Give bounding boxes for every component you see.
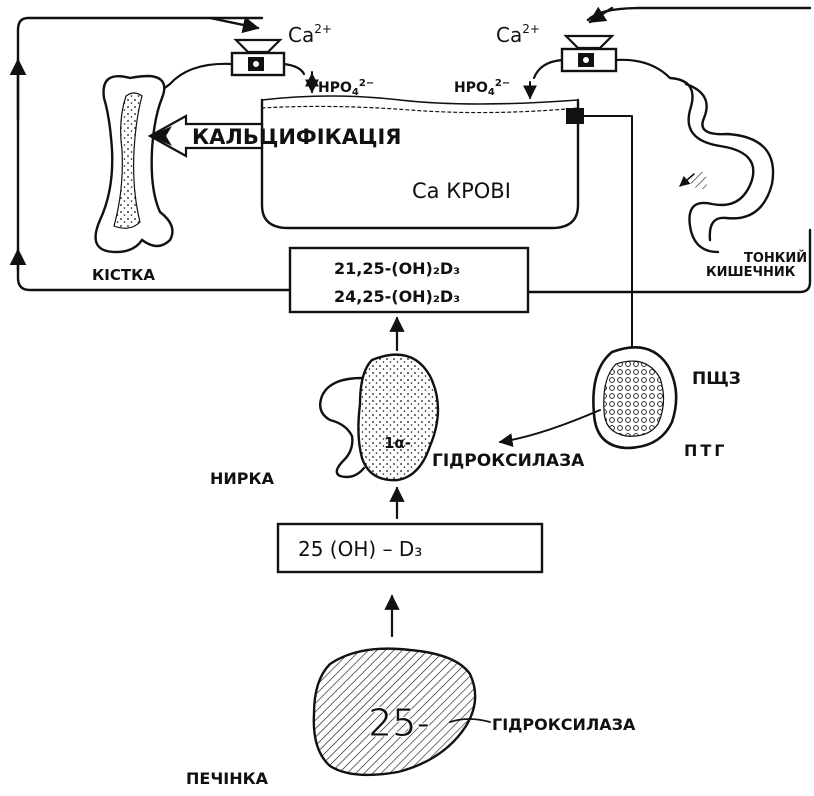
label-parathyroid: ПЩЗ — [692, 369, 741, 389]
svg-text:HPO42−: HPO42− — [454, 78, 510, 98]
intestine-icon — [670, 78, 773, 252]
label-liver: ПЕЧІНКА — [186, 769, 269, 788]
blood-compartment — [262, 96, 584, 228]
parathyroid-gland-icon — [593, 347, 676, 448]
label-metabolite-2: 24,25-(OH)₂D₃ — [334, 287, 460, 306]
label-hpo4-right: HPO — [454, 80, 488, 96]
label-ca-left: Ca — [288, 23, 314, 47]
label-calcification: КАЛЬЦИФІКАЦІЯ — [192, 125, 401, 149]
transporter-right-icon — [534, 36, 670, 78]
label-hpo4-right-sup: 2− — [495, 78, 510, 89]
label-small-intestine-2: КИШЕЧНИК — [706, 265, 796, 280]
label-hpo4-left-sup: 2− — [359, 78, 374, 89]
label-hpo4-right-sub: 4 — [488, 87, 495, 98]
line-blood-to-parathyroid — [584, 116, 632, 352]
label-ca-right-sup: 2+ — [522, 22, 540, 36]
label-kidney-enzyme: ГІДРОКСИЛАЗА — [432, 451, 585, 471]
label-ca-left-sup: 2+ — [314, 22, 332, 36]
label-liver-enzyme: ГІДРОКСИЛАЗА — [492, 715, 636, 734]
transporter-left-icon — [150, 40, 304, 96]
kidney-icon — [320, 355, 438, 480]
label-hpo4-left-sub: 4 — [352, 87, 359, 98]
label-liver-enzyme-mark: 25- — [368, 701, 430, 745]
label-ca-right: Ca — [496, 23, 522, 47]
label-bone: КІСТКА — [92, 266, 155, 284]
label-pth: ПТГ — [684, 441, 728, 460]
blood-marker-square — [566, 108, 584, 124]
label-hpo4-left: HPO — [318, 80, 352, 96]
label-metabolite-1: 21,25-(OH)₂D₃ — [334, 259, 460, 278]
svg-text:HPO42−: HPO42− — [318, 78, 374, 98]
label-kidney-enzyme-mark: 1α- — [384, 434, 411, 452]
label-kidney: НИРКА — [210, 469, 275, 488]
bone-icon — [96, 76, 173, 252]
label-precursor: 25 (OH) – D₃ — [298, 537, 422, 561]
svg-text:Ca2+: Ca2+ — [496, 22, 540, 47]
arrow-parathyroid-to-kidney — [500, 410, 600, 442]
label-ca-blood: Ca КРОВІ — [412, 179, 511, 203]
svg-text:Ca2+: Ca2+ — [288, 22, 332, 47]
label-small-intestine-1: ТОНКИЙ — [744, 250, 807, 266]
